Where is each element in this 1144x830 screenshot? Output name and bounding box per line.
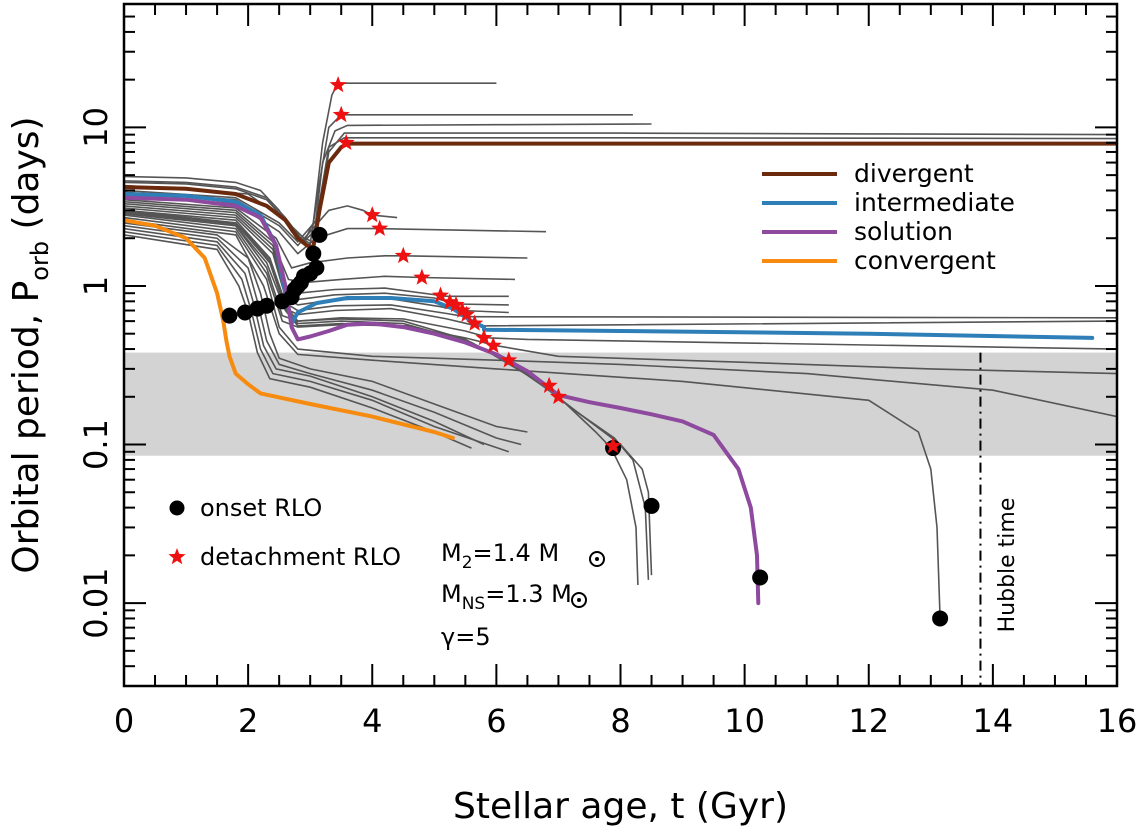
grey-track-17 (124, 219, 941, 619)
onset-marker-3 (258, 297, 275, 314)
onset-marker-16 (752, 569, 769, 586)
m2-sub: 2 (462, 553, 473, 573)
detachment-marker-4 (371, 219, 389, 236)
y-axis-title-main: Orbital period, P (6, 281, 47, 574)
detachment-legend-marker (168, 548, 186, 565)
x-tick-label: 14 (973, 702, 1014, 740)
onset-marker-11 (308, 259, 325, 276)
detachment-marker-15 (500, 351, 518, 368)
onset-marker-13 (311, 226, 328, 243)
detachment-marker-2 (337, 133, 355, 150)
m2-main: M (441, 539, 462, 567)
x-tick-label: 16 (1097, 702, 1138, 740)
m2-annotation: M2=1.4 M (441, 539, 559, 573)
mns-rest: =1.3 M (485, 580, 572, 608)
detachment-marker-7 (432, 286, 450, 303)
mns-annotation: MNS=1.3 M (441, 580, 572, 614)
x-tick-label: 6 (486, 702, 506, 740)
legend-label-intermediate: intermediate (854, 188, 1015, 217)
y-tick-label: 1 (77, 276, 115, 296)
mns-sub: NS (462, 594, 486, 614)
y-axis-title-sub: orb (26, 241, 54, 281)
onset-marker-12 (305, 245, 322, 262)
onset-marker-15 (643, 497, 660, 514)
x-axis-title: Stellar age, t (Gyr) (453, 786, 788, 827)
detachment-marker-17 (549, 387, 567, 405)
chart-marks (124, 76, 1117, 627)
detachment-marker-1 (332, 105, 350, 123)
x-tick-label: 0 (114, 702, 134, 740)
x-tick-label: 4 (362, 702, 382, 740)
onset-marker-1 (237, 304, 254, 321)
grey-track-25 (124, 234, 472, 449)
detachment-marker-16 (540, 376, 558, 393)
grey-track-2 (124, 123, 652, 243)
legend-label-divergent: divergent (854, 159, 974, 188)
m2-sun-symbol (589, 551, 605, 567)
detachment-marker-18 (604, 436, 622, 454)
detachment-marker-8 (441, 293, 459, 310)
onset-marker-0 (221, 307, 238, 324)
grey-track-7 (124, 198, 528, 269)
onset-legend-label: onset RLO (200, 494, 322, 522)
grey-track-16 (124, 216, 1117, 418)
grey-track-24 (124, 230, 510, 453)
series-line-convergent (124, 218, 455, 440)
detachment-marker-9 (447, 295, 465, 313)
m2-sun-symbol-dot (595, 557, 599, 561)
detachment-marker-6 (413, 268, 431, 285)
y-tick-label: 0.01 (77, 567, 115, 638)
detachment-marker-13 (475, 328, 493, 346)
detachment-legend-label: detachment RLO (200, 543, 401, 571)
shaded-band (124, 352, 1117, 456)
grey-track-14 (124, 213, 1117, 350)
y-tick-label: 10 (77, 107, 115, 148)
grey-track-23 (124, 227, 485, 446)
x-tick-label: 12 (848, 702, 889, 740)
plot-frame (122, 2, 1119, 688)
legend-label-solution: solution (854, 217, 953, 246)
grey-track-22 (124, 224, 522, 446)
detachment-marker-11 (458, 305, 476, 322)
legend-label-convergent: convergent (854, 246, 996, 275)
hubble-time-label: Hubble time (995, 498, 1020, 633)
x-tick-label: 8 (610, 702, 630, 740)
m2-rest: =1.4 M (473, 539, 560, 567)
detachment-marker-10 (453, 301, 471, 318)
grey-track-21 (124, 222, 528, 433)
mns-sun-symbol-dot (577, 598, 581, 602)
x-tick-label: 10 (724, 702, 765, 740)
onset-legend-marker (169, 500, 185, 516)
y-axis-title: Orbital period, Porb (days) (6, 116, 54, 573)
onset-marker-17 (932, 610, 949, 627)
mns-sun-symbol (571, 592, 587, 608)
y-tick-label: 0.1 (77, 419, 115, 470)
detachment-marker-0 (329, 76, 347, 93)
y-axis-title-unit: (days) (6, 116, 47, 241)
detachment-marker-3 (363, 206, 381, 223)
detachment-marker-14 (484, 336, 502, 353)
mns-main: M (441, 580, 462, 608)
detachment-marker-5 (394, 246, 412, 264)
series-line-solution (124, 195, 761, 606)
x-tick-label: 2 (238, 702, 258, 740)
detachment-marker-12 (466, 314, 484, 331)
gamma-annotation: γ=5 (441, 623, 491, 651)
